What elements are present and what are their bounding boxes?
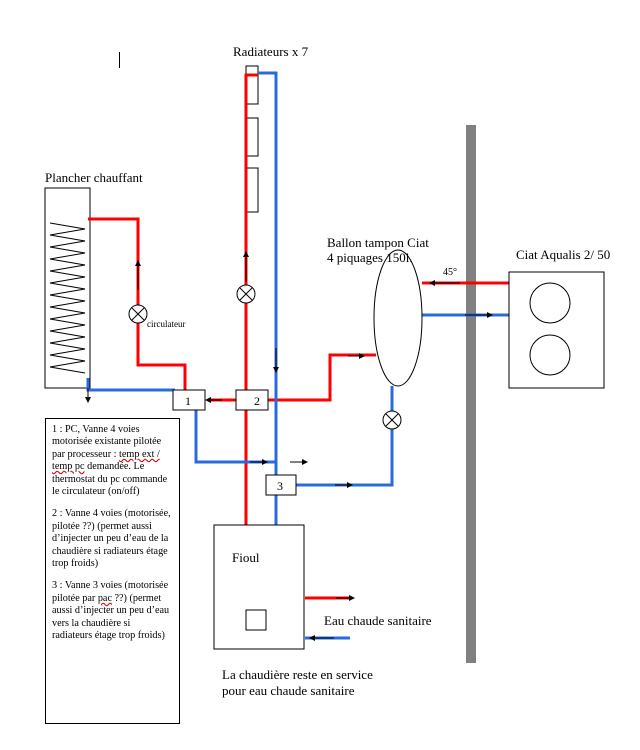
buffer-tank-label-1: Ballon tampon Ciat — [327, 235, 429, 250]
valve-1: 1 — [172, 389, 206, 411]
circulator-floor — [128, 304, 148, 324]
boiler-note-1: La chaudière reste en service — [222, 667, 373, 682]
flow-arrows — [85, 251, 493, 641]
heat-pump-unit — [508, 271, 605, 389]
dhw-label: Eau chaude sanitaire — [324, 613, 432, 628]
floor-heating-panel — [44, 187, 91, 389]
valve-2: 2 — [235, 389, 269, 411]
boiler — [213, 524, 305, 650]
buffer-tank — [373, 249, 423, 387]
valve-1-label: 1 — [185, 394, 191, 408]
circulator-label: circulateur — [147, 319, 185, 329]
valve-3: 3 — [265, 474, 297, 496]
angle-label: 45° — [443, 267, 457, 278]
valve-2-label: 2 — [254, 394, 260, 408]
valves-legend: 1 : PC, Vanne 4 voies motorisée existant… — [45, 418, 180, 724]
radiators-label: Radiateurs x 7 — [233, 44, 309, 59]
boiler-label: Fioul — [232, 550, 260, 565]
circulator-tank — [382, 410, 402, 430]
text-cursor — [119, 52, 120, 68]
floor-heating-label: Plancher chauffant — [45, 170, 143, 185]
valve-3-label: 3 — [277, 479, 283, 493]
heat-pump-label: Ciat Aqualis 2/ 50 — [516, 247, 610, 262]
circulator-radiators — [236, 284, 256, 304]
note-valve-3: 3 : Vanne 3 voies (motorisée pilotée par… — [52, 580, 170, 642]
boiler-note-2: pour eau chaude sanitaire — [222, 683, 355, 698]
note-valve-2: 2 : Vanne 4 voies (motorisée, pilotée ??… — [52, 508, 171, 570]
wall — [466, 125, 476, 663]
radiators — [245, 65, 259, 213]
buffer-tank-label-2: 4 piquages 150l. — [327, 250, 413, 265]
note-valve-1: 1 : PC, Vanne 4 voies motorisée existant… — [52, 424, 168, 498]
